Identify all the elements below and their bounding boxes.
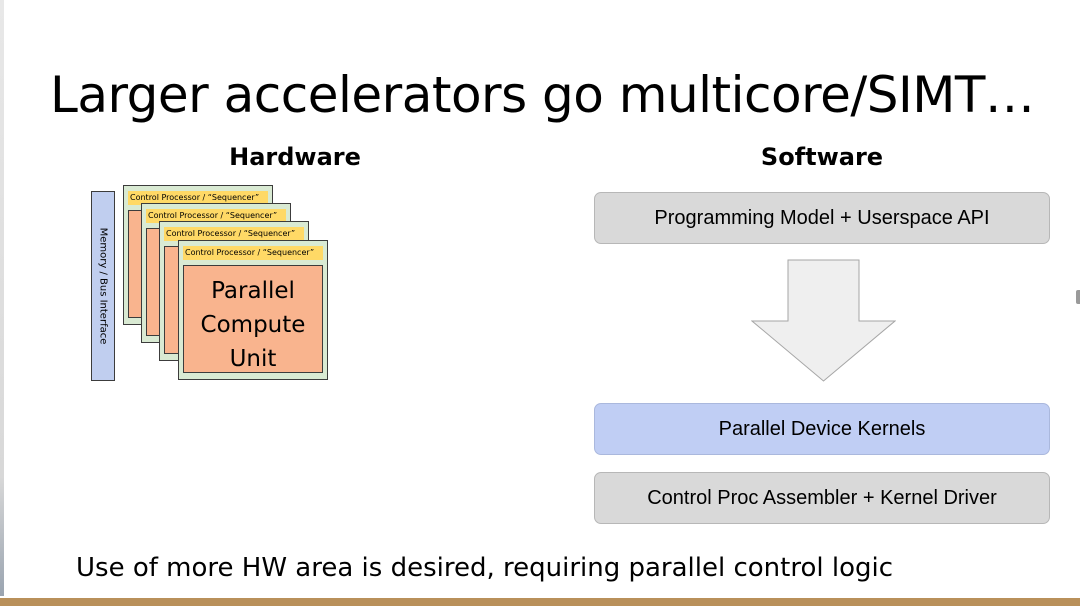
down-arrow-icon (751, 259, 896, 382)
slide-bottom-bar (0, 598, 1080, 606)
hardware-heading: Hardware (229, 143, 361, 171)
slide-right-edge-marker (1076, 290, 1080, 304)
compute-card-4: Control Processor / “Sequencer” Parallel… (178, 240, 328, 380)
sequencer-label-3: Control Processor / “Sequencer” (164, 227, 304, 241)
memory-bus-label: Memory / Bus Interface (97, 227, 109, 345)
slide-title: Larger accelerators go multicore/SIMT… (50, 66, 1035, 124)
parallel-device-kernels-box: Parallel Device Kernels (594, 403, 1050, 455)
compute-unit-4: Parallel Compute Unit (183, 265, 323, 373)
sequencer-label-4: Control Processor / “Sequencer” (183, 246, 323, 260)
slide-left-edge (0, 0, 4, 596)
compute-unit-label: Parallel Compute Unit (184, 274, 322, 376)
sequencer-label-1: Control Processor / “Sequencer” (128, 191, 268, 205)
assembler-driver-box: Control Proc Assembler + Kernel Driver (594, 472, 1050, 524)
compute-unit-line-2: Compute (200, 312, 306, 338)
compute-unit-line-3: Unit (229, 346, 277, 372)
slide-footer-text: Use of more HW area is desired, requirin… (76, 553, 894, 583)
memory-bus-interface: Memory / Bus Interface (91, 191, 115, 381)
compute-unit-line-1: Parallel (211, 278, 295, 304)
sequencer-label-2: Control Processor / “Sequencer” (146, 209, 286, 223)
software-heading: Software (760, 143, 884, 171)
programming-model-box: Programming Model + Userspace API (594, 192, 1050, 244)
